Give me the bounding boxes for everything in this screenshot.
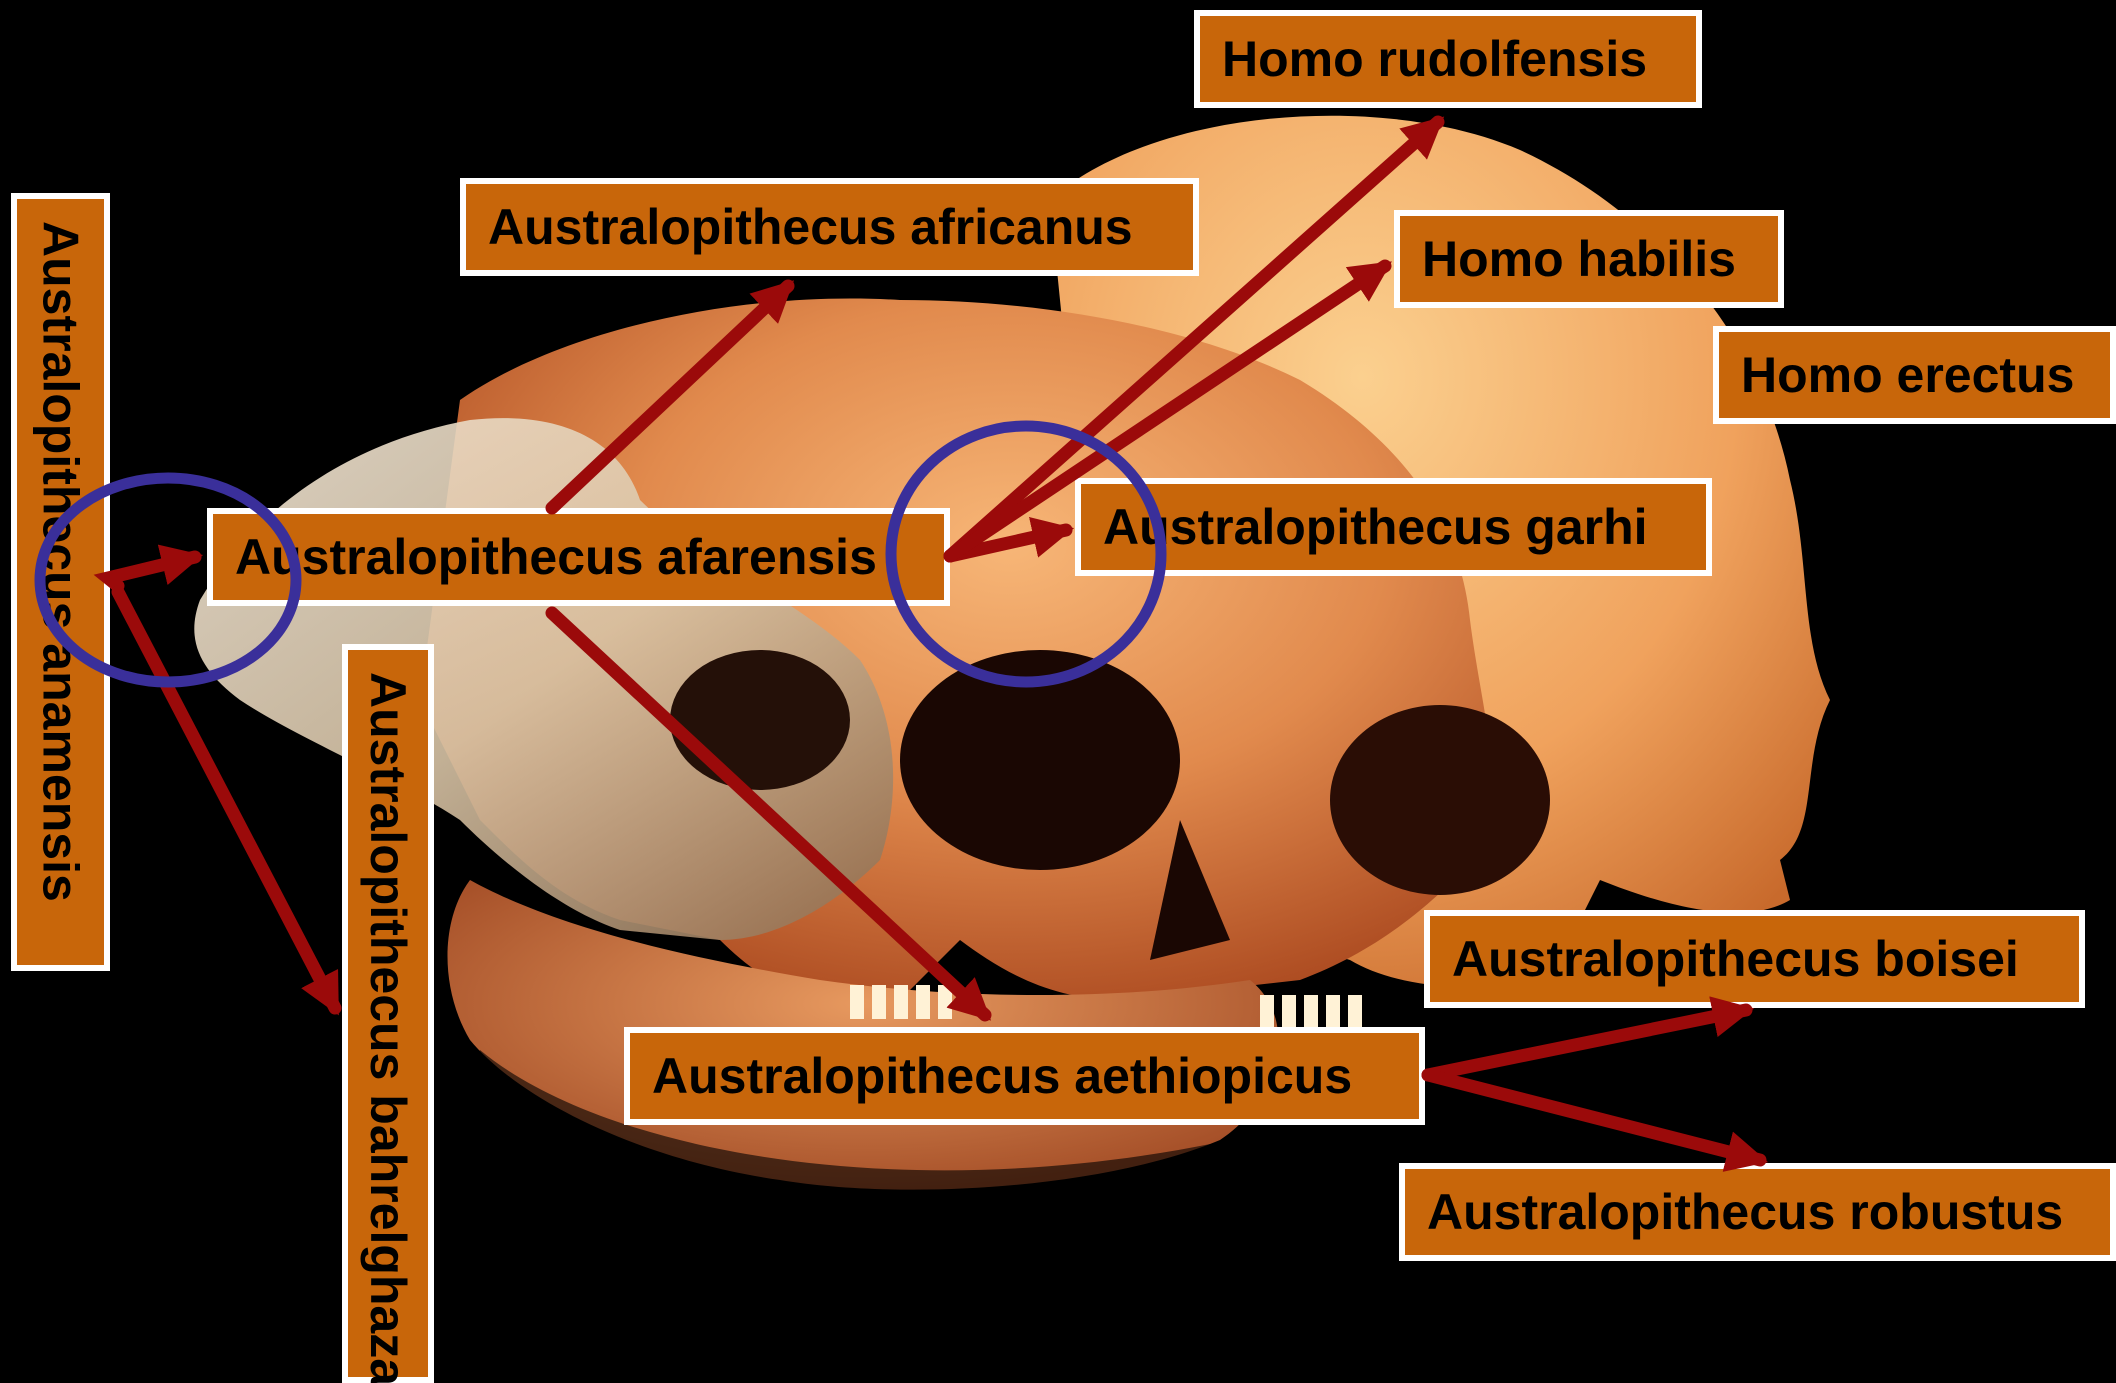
label-homo-rudolfensis: Homo rudolfensis	[1194, 10, 1702, 108]
eye-socket-rear	[900, 650, 1180, 870]
eye-socket-old	[670, 650, 850, 790]
label-australopithecus-anamensis: Australopithecus anamensis	[11, 193, 110, 971]
label-homo-erectus: Homo erectus	[1713, 326, 2116, 424]
label-australopithecus-boisei: Australopithecus boisei	[1424, 910, 2085, 1008]
label-australopithecus-robustus: Australopithecus robustus	[1399, 1163, 2116, 1261]
label-homo-habilis: Homo habilis	[1394, 210, 1784, 308]
label-australopithecus-afarensis: Australopithecus afarensis	[207, 508, 950, 606]
label-australopithecus-bahrelghazali: Australopithecus bahrelghazali	[342, 644, 434, 1383]
label-australopithecus-garhi: Australopithecus garhi	[1075, 478, 1712, 576]
label-australopithecus-africanus: Australopithecus africanus	[460, 178, 1199, 276]
eye-socket-front	[1330, 705, 1550, 895]
label-australopithecus-aethiopicus: Australopithecus aethiopicus	[624, 1027, 1425, 1125]
